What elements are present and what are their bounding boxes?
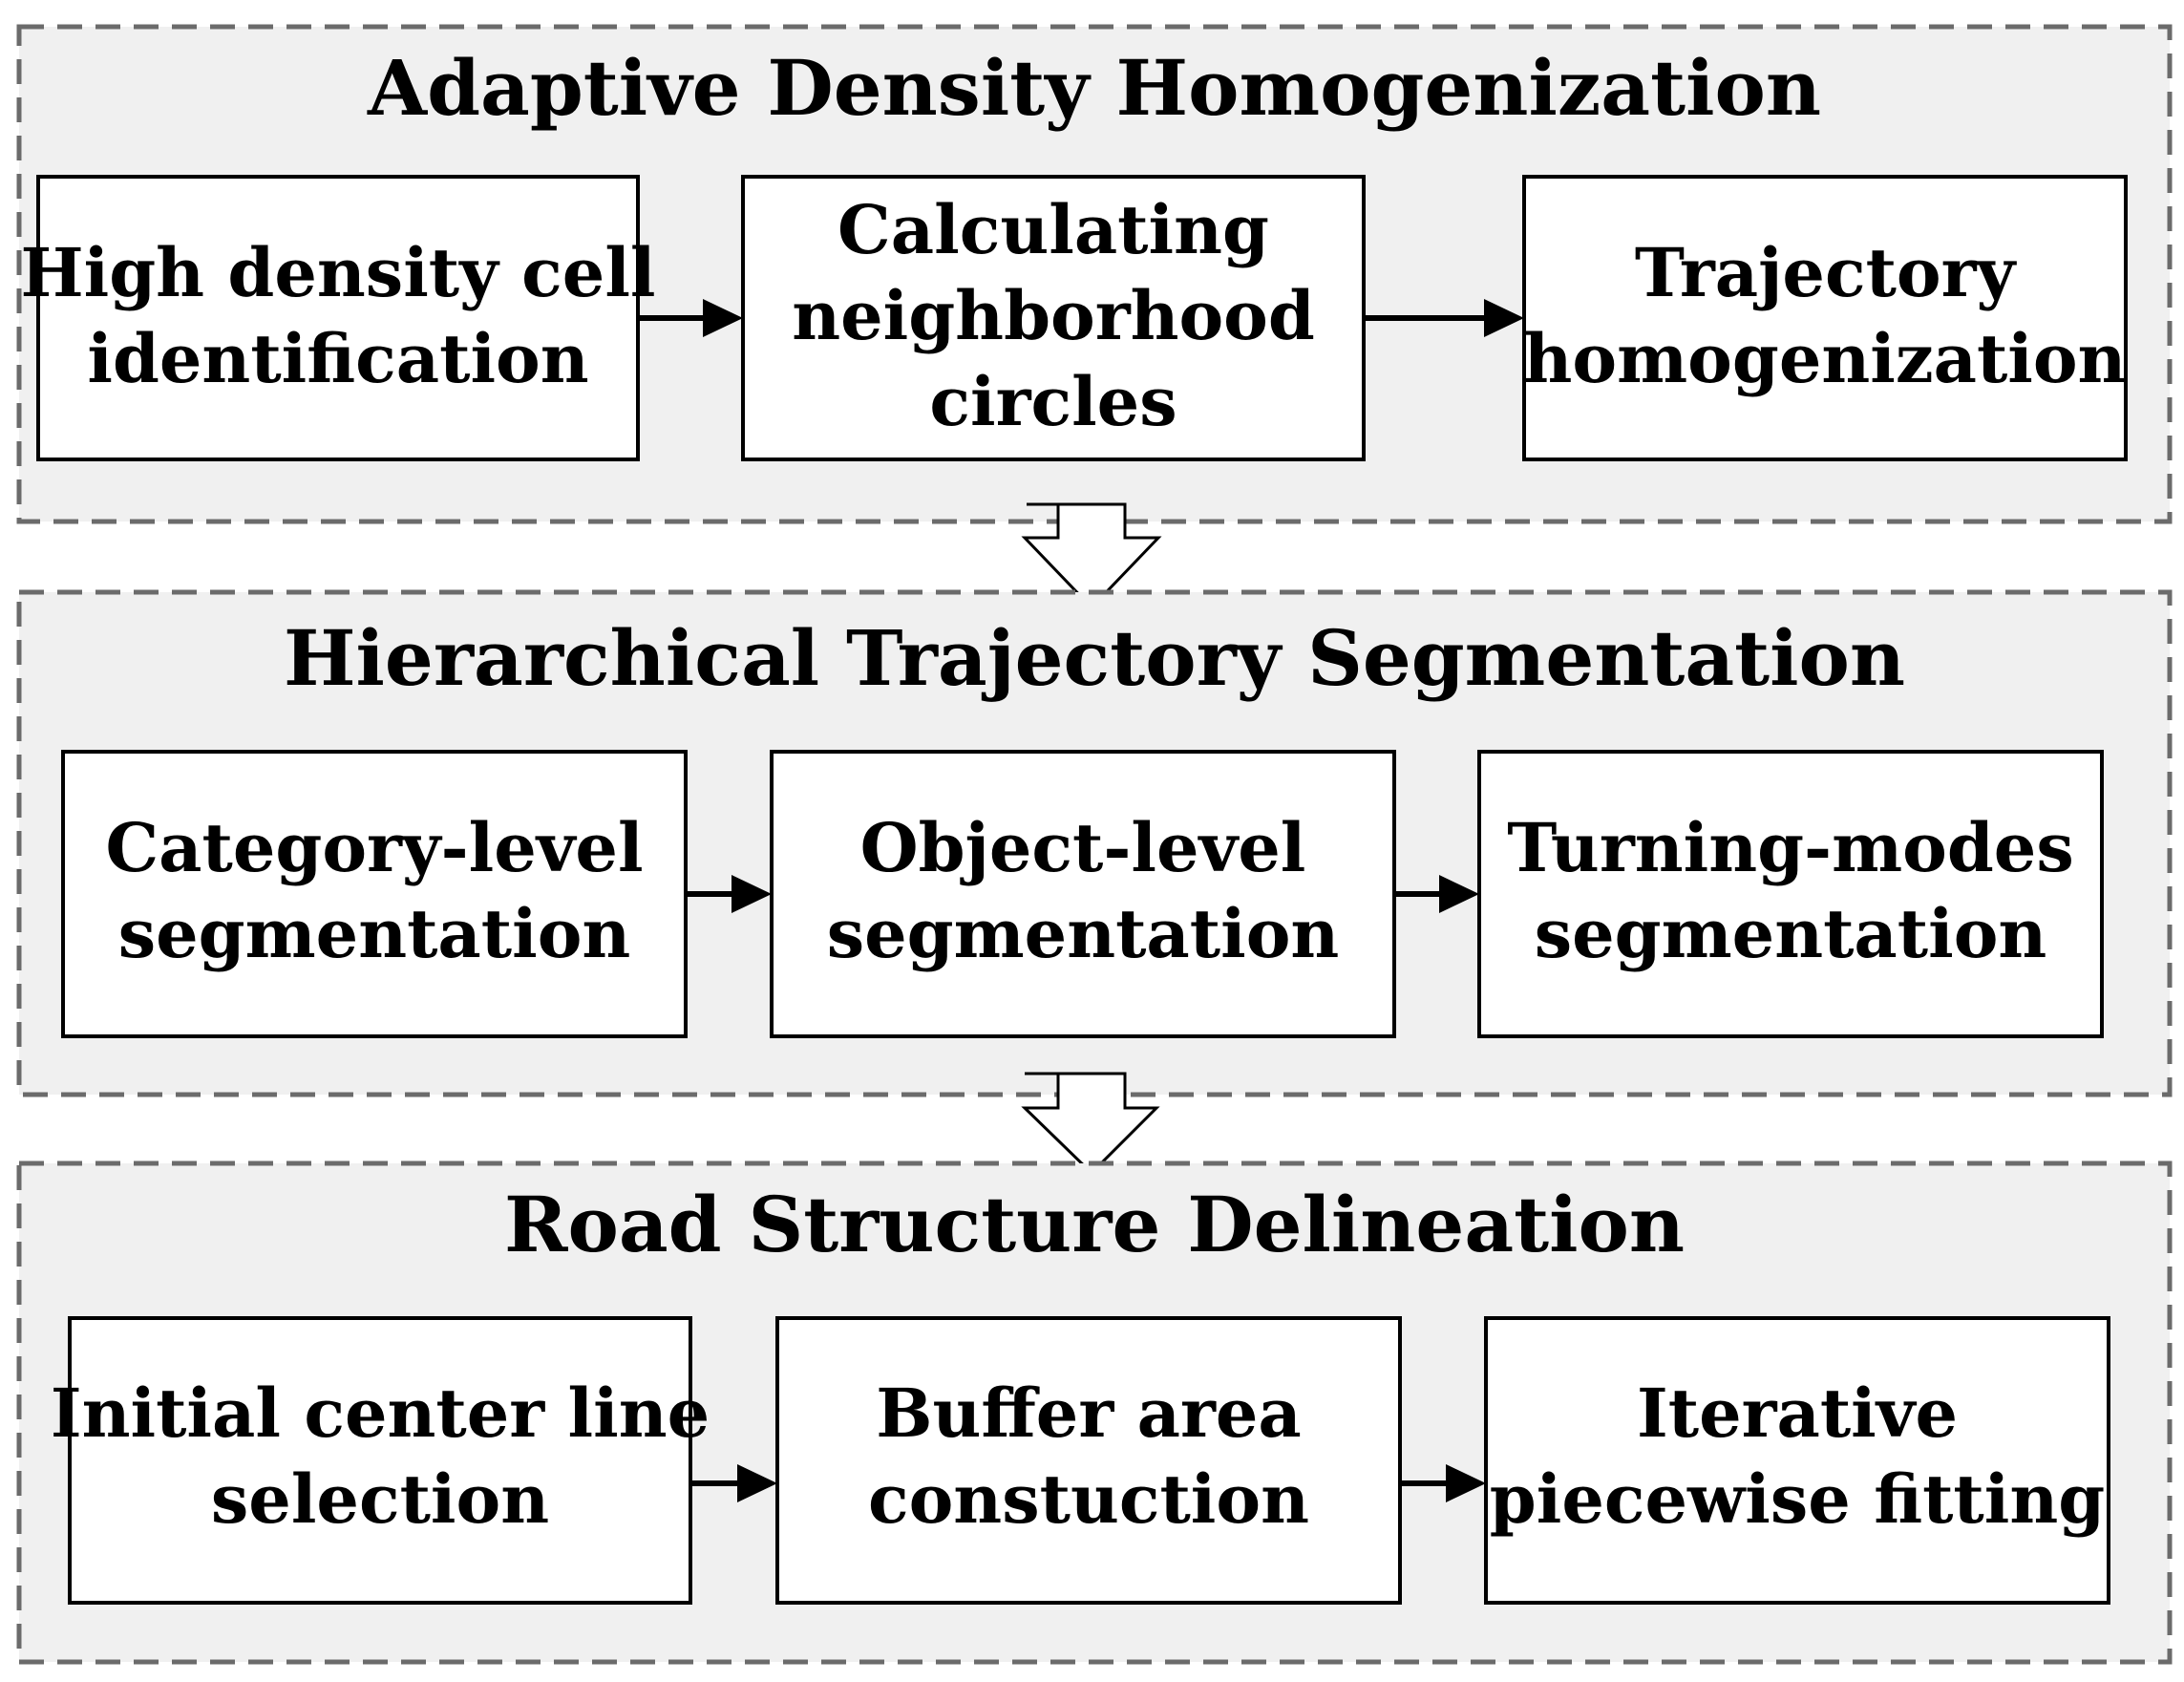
- step-category-level-segmentation: Category-level segmentation: [61, 750, 688, 1038]
- step-3-2-line-2: constuction: [868, 1459, 1309, 1539]
- step-1-3-line-1: Trajectory: [1635, 233, 2018, 312]
- arrow-2-1-to-2-2: [686, 875, 772, 913]
- arrow-3-2-to-3-3: [1400, 1464, 1486, 1502]
- step-1-1-line-2: identification: [87, 319, 588, 398]
- step-1-2-line-2: neighborhood: [792, 276, 1315, 355]
- step-1-2-line-3: circles: [929, 362, 1177, 441]
- panel-3-title: Road Structure Delineation: [504, 1180, 1685, 1269]
- step-high-density-cell-identification: High density cell identification: [20, 175, 656, 461]
- step-calculating-neighborhood-circles: Calculating neighborhood circles: [741, 175, 1366, 461]
- step-2-2-line-1: Object-level: [860, 808, 1306, 887]
- step-initial-center-line-selection: Initial center line selection: [51, 1316, 710, 1605]
- step-3-3-line-2: piecewise fitting: [1490, 1459, 2105, 1539]
- step-2-2-line-2: segmentation: [827, 894, 1340, 973]
- step-buffer-area-constuction: Buffer area constuction: [775, 1316, 1402, 1605]
- step-2-3-line-2: segmentation: [1535, 894, 2047, 973]
- panel-1-title: Adaptive Density Homogenization: [367, 43, 1821, 133]
- panel-2-title: Hierarchical Trajectory Segmentation: [284, 613, 1905, 703]
- step-2-3-line-1: Turning-modes: [1507, 808, 2073, 887]
- step-1-3-line-2: homogenization: [1524, 319, 2127, 398]
- step-2-1-line-1: Category-level: [105, 808, 643, 887]
- arrow-3-1-to-3-2: [690, 1464, 777, 1502]
- panel-road-structure-delineation: Road Structure Delineation Initial cente…: [16, 1160, 2173, 1665]
- step-1-2-line-1: Calculating: [838, 190, 1269, 269]
- step-3-1-line-1: Initial center line: [51, 1373, 710, 1453]
- arrow-2-2-to-2-3: [1394, 875, 1479, 913]
- step-turning-modes-segmentation: Turning-modes segmentation: [1477, 750, 2104, 1038]
- arrow-1-1-to-1-2: [638, 299, 743, 337]
- arrow-1-2-to-1-3: [1364, 299, 1524, 337]
- panel-hierarchical-trajectory-segmentation: Hierarchical Trajectory Segmentation Cat…: [16, 589, 2173, 1097]
- step-iterative-piecewise-fitting: Iterative piecewise fitting: [1484, 1316, 2110, 1605]
- panel-adaptive-density-homogenization: Adaptive Density Homogenization High den…: [16, 24, 2173, 524]
- step-2-1-line-2: segmentation: [118, 894, 631, 973]
- step-trajectory-homogenization: Trajectory homogenization: [1522, 175, 2128, 461]
- step-3-1-line-2: selection: [211, 1459, 549, 1539]
- step-1-1-line-1: High density cell: [20, 233, 655, 312]
- step-3-3-line-1: Iterative: [1637, 1373, 1958, 1453]
- step-3-2-line-1: Buffer area: [876, 1373, 1301, 1453]
- step-object-level-segmentation: Object-level segmentation: [770, 750, 1396, 1038]
